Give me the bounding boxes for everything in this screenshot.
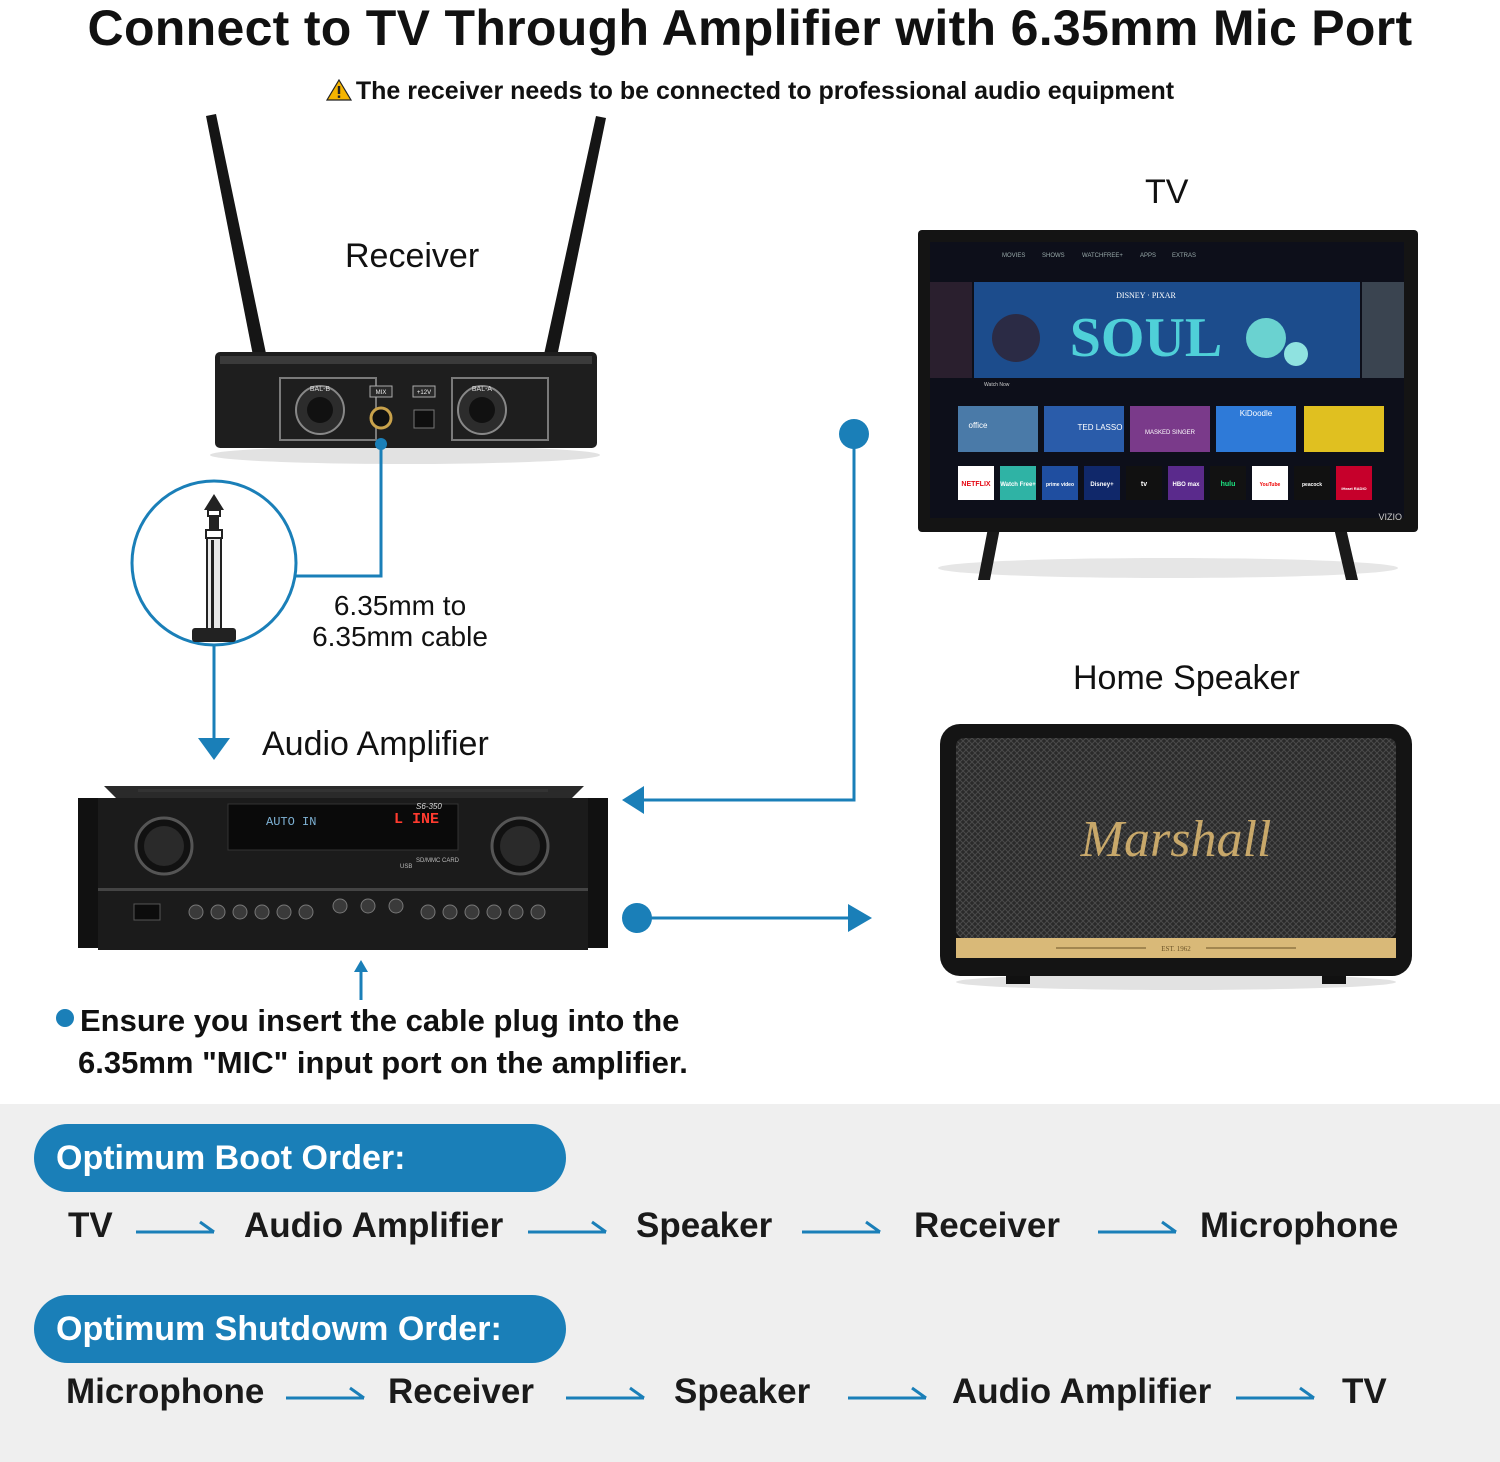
- mix-text: MIX: [376, 390, 387, 396]
- tv-app-iheart: iHeart RADIO: [1341, 486, 1366, 491]
- tv-hero-brand: DISNEY · PIXAR: [1116, 291, 1176, 300]
- tv-label: TV: [1145, 173, 1189, 211]
- shutdown-step-1: Microphone: [66, 1372, 265, 1411]
- tv-app-netflix: NETFLIX: [961, 481, 990, 488]
- shutdown-flow-arrow-icon: [848, 1386, 928, 1400]
- dc-12v-text: +12V: [417, 390, 431, 396]
- tv-tile-masked-singer: MASKED SINGER: [1145, 430, 1196, 436]
- tv-app-watchfree: Watch Free+: [1000, 482, 1036, 488]
- speaker-brand: Marshall: [1080, 811, 1272, 868]
- warning-text: The receiver needs to be connected to pr…: [355, 77, 1175, 105]
- amplifier-label: Audio Amplifier: [262, 725, 489, 763]
- boot-step-4: Receiver: [914, 1206, 1060, 1245]
- tv-nav-extras: EXTRAS: [1172, 253, 1196, 259]
- amp-display-left: AUTO IN: [266, 815, 316, 829]
- shutdown-step-5: TV: [1342, 1372, 1387, 1411]
- shutdown-flow-arrow-icon: [1236, 1386, 1316, 1400]
- note-pointer-arrow: [352, 960, 370, 1002]
- warning-triangle-icon: [325, 79, 352, 101]
- receiver-label: Receiver: [345, 237, 480, 275]
- tv-image: MOVIES SHOWS WATCHFREE+ APPS EXTRAS DISN…: [916, 228, 1420, 588]
- shutdown-step-3: Speaker: [674, 1372, 811, 1411]
- tv-tile-kidoodle: KiDoodle: [1240, 409, 1273, 418]
- mic-port-note: Ensure you insert the cable plug into th…: [56, 1000, 688, 1084]
- bal-a-text: BAL-A: [472, 386, 493, 393]
- page-title: Connect to TV Through Amplifier with 6.3…: [87, 0, 1413, 56]
- note-line1: Ensure you insert the cable plug into th…: [80, 1003, 680, 1038]
- boot-step-1: TV: [68, 1206, 113, 1245]
- boot-step-5: Microphone: [1200, 1206, 1399, 1245]
- amp-model: S6-350: [416, 802, 442, 811]
- shutdown-order-title: Optimum Shutdowm Order:: [34, 1295, 566, 1363]
- tv-app-hulu: hulu: [1221, 481, 1236, 488]
- tv-nav-movies: MOVIES: [1002, 253, 1025, 259]
- tv-nav-shows: SHOWS: [1042, 253, 1065, 259]
- amp-usb: USB: [400, 864, 412, 870]
- tv-app-appletv: tv: [1141, 481, 1147, 488]
- warning-notice: The receiver needs to be connected to pr…: [0, 74, 1500, 108]
- speaker-est: EST. 1962: [1161, 945, 1191, 953]
- note-line2: 6.35mm "MIC" input port on the amplifier…: [78, 1045, 688, 1080]
- cable-connector: [120, 430, 400, 765]
- tv-hero-title: SOUL: [1070, 307, 1223, 369]
- boot-flow-arrow-icon: [136, 1220, 216, 1234]
- tv-brand: VIZIO: [1378, 512, 1402, 522]
- cable-label: 6.35mm to 6.35mm cable: [300, 590, 500, 652]
- amp-display-right: L INE: [394, 811, 439, 828]
- tv-hero-caption: Watch Now: [984, 382, 1010, 388]
- cable-label-line1: 6.35mm to: [333, 590, 467, 621]
- power-order-section: Optimum Boot Order: TV Audio Amplifier S…: [0, 1104, 1500, 1462]
- tv-tile-ted-lasso: TED LASSO: [1078, 423, 1123, 432]
- tv-nav-watchfree: WATCHFREE+: [1082, 253, 1123, 259]
- shutdown-step-4: Audio Amplifier: [952, 1372, 1212, 1411]
- amplifier-image: AUTO IN L INE S6-350 USB SD/MMC CARD: [78, 780, 610, 960]
- tv-nav-apps: APPS: [1140, 253, 1156, 259]
- tv-app-youtube: YouTube: [1260, 482, 1281, 488]
- tv-to-amplifier-connector: [620, 416, 880, 836]
- speaker-label: Home Speaker: [1073, 659, 1300, 697]
- tv-app-disney: Disney+: [1090, 482, 1114, 488]
- tv-app-hbomax: HBO max: [1172, 482, 1200, 488]
- shutdown-step-2: Receiver: [388, 1372, 534, 1411]
- bullet-dot-icon: [56, 1009, 74, 1027]
- boot-order-title: Optimum Boot Order:: [34, 1124, 566, 1192]
- amp-card: SD/MMC CARD: [416, 858, 460, 864]
- shutdown-flow-arrow-icon: [566, 1386, 646, 1400]
- boot-flow-arrow-icon: [1098, 1220, 1178, 1234]
- boot-step-2: Audio Amplifier: [244, 1206, 504, 1245]
- receiver-image: BAL-B MIX +12V BAL-A: [200, 110, 610, 470]
- boot-step-3: Speaker: [636, 1206, 773, 1245]
- cable-label-line2: 6.35mm cable: [312, 621, 488, 652]
- speaker-image: EST. 1962 Marshall: [936, 720, 1420, 992]
- bal-b-text: BAL-B: [310, 386, 331, 393]
- shutdown-flow-arrow-icon: [286, 1386, 366, 1400]
- boot-flow-arrow-icon: [528, 1220, 608, 1234]
- tv-app-peacock: peacock: [1302, 482, 1322, 488]
- boot-flow-arrow-icon: [802, 1220, 882, 1234]
- tv-tile-office: office: [969, 421, 989, 430]
- amplifier-to-speaker-connector: [620, 898, 876, 938]
- jack-plug-icon: [192, 494, 236, 642]
- tv-app-prime: prime video: [1046, 482, 1074, 488]
